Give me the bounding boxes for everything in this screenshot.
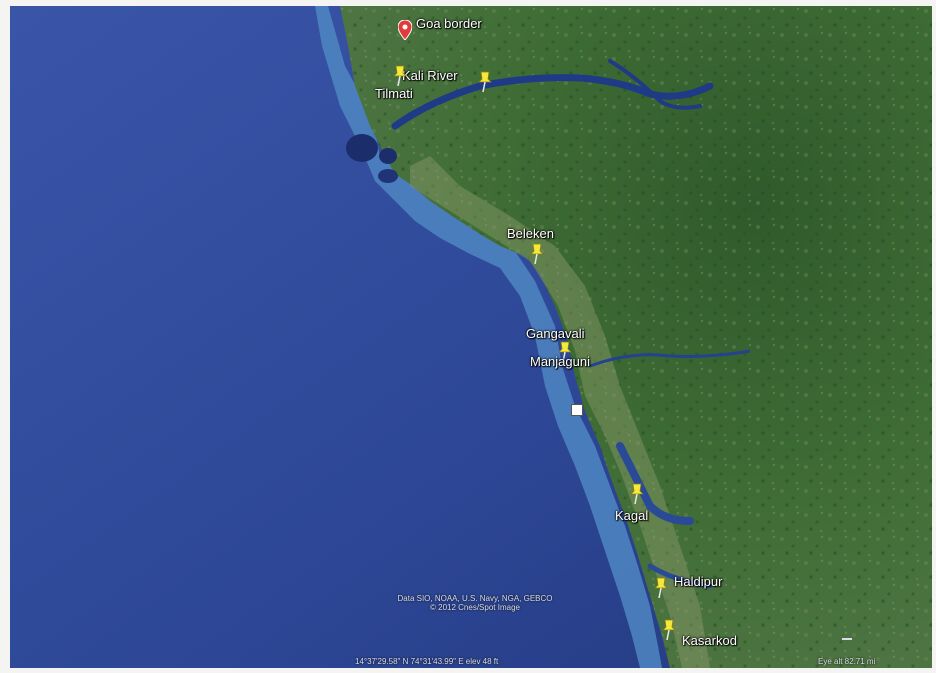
place-label-haldipur: Haldipur xyxy=(674,574,723,589)
place-label-manjaguni: Manjaguni xyxy=(530,354,590,369)
place-label-goa-border: Goa border xyxy=(416,16,482,31)
pushpin-icon[interactable] xyxy=(654,576,668,598)
estuary-kagal xyxy=(616,442,694,525)
place-label-tilmati: Tilmati xyxy=(375,86,413,101)
map-view[interactable]: Goa border Kali River Tilmati Beleken Ga… xyxy=(10,6,932,668)
pushpin-icon[interactable] xyxy=(662,618,676,640)
pushpin-icon[interactable] xyxy=(630,482,644,504)
place-label-kagal: Kagal xyxy=(615,508,649,523)
road-marker-icon xyxy=(571,404,583,416)
pushpin-icon[interactable] xyxy=(558,340,572,362)
coordinates-readout: 14°37'29.58" N 74°31'43.99" E elev 48 ft xyxy=(355,657,499,666)
scale-bar xyxy=(842,638,852,640)
credits-line-1: Data SIO, NOAA, U.S. Navy, NGA, GEBCO xyxy=(397,594,553,603)
place-label-kali-river: Kali River xyxy=(402,68,458,83)
place-label-kasarkod: Kasarkod xyxy=(682,633,737,648)
imagery-credits: Data SIO, NOAA, U.S. Navy, NGA, GEBCO © … xyxy=(350,594,600,612)
satellite-map[interactable] xyxy=(10,6,932,668)
eye-altitude-readout: Eye alt 82.71 mi xyxy=(818,657,876,666)
location-marker-icon[interactable] xyxy=(398,20,412,40)
kali-river xyxy=(391,74,714,130)
credits-line-2: © 2012 Cnes/Spot Image xyxy=(430,603,520,612)
pushpin-icon[interactable] xyxy=(530,242,544,264)
pushpin-icon[interactable] xyxy=(478,70,492,92)
place-label-gangavali: Gangavali xyxy=(526,326,585,341)
pushpin-icon[interactable] xyxy=(393,64,407,86)
place-label-beleken: Beleken xyxy=(507,226,554,241)
